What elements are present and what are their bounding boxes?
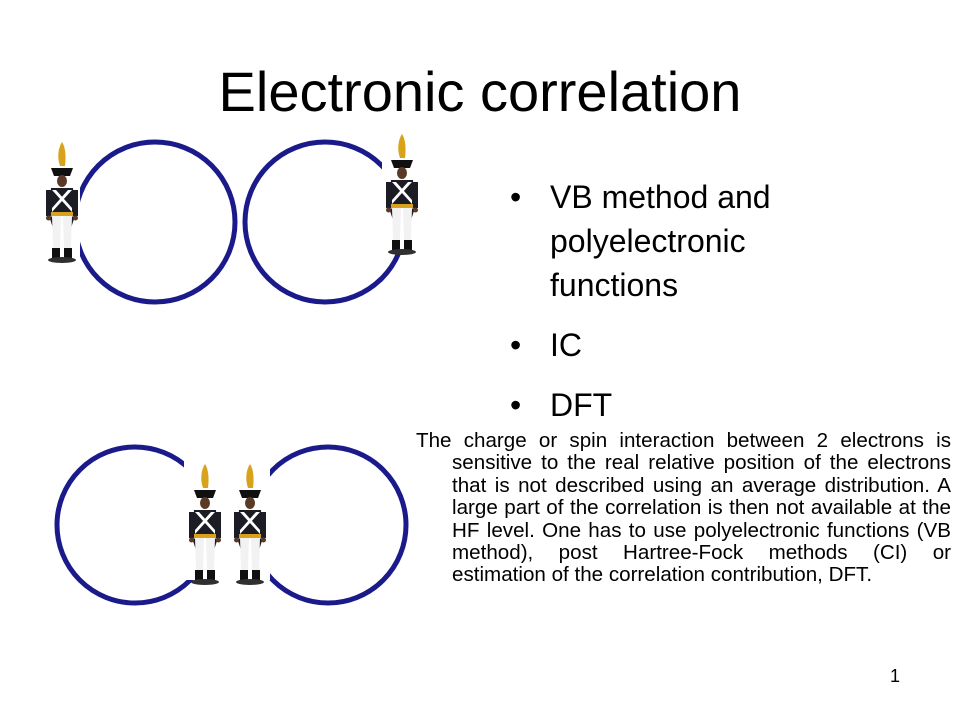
orbital-ring-bottom-right bbox=[247, 444, 409, 606]
orbital-ring-top-left bbox=[72, 139, 238, 305]
bullet-list: VB method and polyelectronic functions I… bbox=[510, 175, 830, 443]
explanation-paragraph: The charge or spin interaction between 2… bbox=[416, 429, 951, 587]
bullet-item-ic: IC bbox=[510, 323, 830, 367]
slide-title: Electronic correlation bbox=[218, 60, 742, 123]
bullet-item-vb-method: VB method and polyelectronic functions bbox=[510, 175, 830, 307]
page-number: 1 bbox=[890, 666, 901, 686]
bullet-item-dft: DFT bbox=[510, 383, 830, 427]
orbital-ring-top-right bbox=[242, 139, 408, 305]
